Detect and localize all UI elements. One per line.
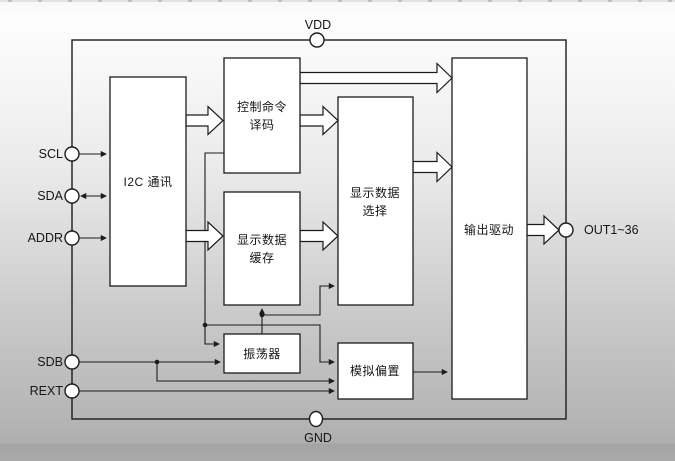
bus-arrows (185, 62, 560, 252)
pin-label-scl: SCL (39, 147, 63, 161)
block-ctrl-decode[interactable] (223, 57, 301, 174)
wire-ctrl-to-osc (204, 152, 224, 348)
block-label-bias: 模拟偏置 (350, 363, 400, 378)
block-label-buffer-1: 显示数据 (237, 232, 287, 247)
pin-terminals (64, 32, 574, 428)
bus-arrow-i2c-to-buffer[interactable] (185, 220, 224, 252)
block-i2c-comm[interactable] (109, 76, 187, 287)
bus-arrow-buffer-to-select[interactable] (299, 220, 339, 252)
block-label-osc: 振荡器 (243, 347, 281, 361)
connector-wires (79, 150, 448, 395)
block-display-buffer[interactable] (223, 191, 301, 306)
block-oscillator[interactable] (223, 333, 301, 374)
bus-arrow-i2c-to-ctrl[interactable] (185, 105, 224, 136)
block-label-select-1: 显示数据 (350, 185, 400, 200)
pin-label-gnd: GND (304, 431, 332, 445)
block-label-ctrl-1: 控制命令 (237, 99, 287, 114)
block-output-driver[interactable] (451, 57, 528, 400)
block-label-select-2: 选择 (362, 204, 387, 218)
junction-dot (202, 322, 208, 328)
pin-label-addr: ADDR (28, 231, 63, 245)
pin-out-terminal[interactable] (558, 222, 574, 238)
function-blocks (109, 57, 528, 400)
block-label-ctrl-2: 译码 (249, 118, 274, 132)
wire-osc-to-select (262, 282, 335, 316)
bus-arrow-select-to-driver[interactable] (412, 151, 453, 183)
block-label-buffer-2: 缓存 (249, 251, 274, 265)
block-labels: I2C 通讯 控制命令 译码 显示数据 缓存 显示数据 选择 输出驱动 振荡器 … (123, 99, 514, 378)
pin-label-rext: REXT (30, 384, 64, 398)
pin-sda-terminal[interactable] (64, 188, 80, 204)
pin-addr-terminal[interactable] (64, 230, 80, 246)
junction-dot (259, 312, 265, 318)
pin-scl-terminal[interactable] (64, 146, 80, 162)
block-label-driver: 输出驱动 (464, 222, 514, 237)
bus-arrow-driver-to-out[interactable] (526, 214, 560, 246)
block-display-select[interactable] (337, 96, 414, 306)
pin-vdd-terminal[interactable] (309, 32, 325, 48)
pin-label-sdb: SDB (37, 355, 63, 369)
pin-gnd-terminal[interactable] (308, 410, 324, 428)
pin-rext-terminal[interactable] (64, 383, 80, 399)
wire-sdb-to-bias (156, 362, 335, 385)
block-label-i2c: I2C 通讯 (123, 175, 172, 189)
junction-dot (154, 359, 160, 365)
pin-labels: SCL SDA ADDR SDB REXT VDD GND OUT1~36 (28, 18, 639, 445)
pin-sdb-terminal[interactable] (64, 354, 80, 370)
bus-arrow-ctrl-to-select[interactable] (299, 105, 339, 136)
block-analog-bias[interactable] (337, 342, 414, 400)
pin-label-sda: SDA (37, 189, 63, 203)
pin-label-vdd: VDD (305, 18, 331, 32)
bus-arrow-ctrl-to-driver[interactable] (299, 62, 453, 94)
pin-label-out: OUT1~36 (584, 223, 639, 237)
